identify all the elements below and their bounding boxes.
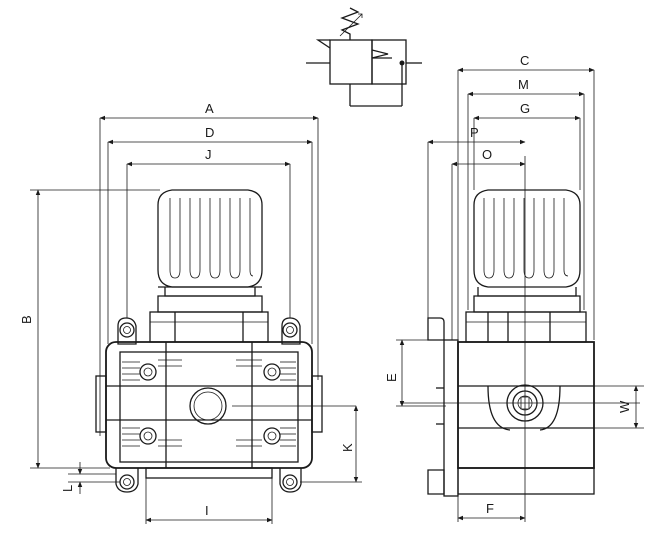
label-p: P: [470, 125, 479, 140]
label-m: M: [518, 77, 529, 92]
side-dimensions: [396, 67, 644, 522]
label-o: O: [482, 147, 492, 162]
label-b: B: [19, 315, 34, 324]
label-k: K: [340, 443, 355, 452]
label-i: I: [205, 503, 209, 518]
front-dimensions: [30, 115, 362, 524]
label-e: E: [384, 373, 399, 382]
label-d: D: [205, 125, 214, 140]
label-l: L: [60, 485, 75, 492]
side-view: [400, 156, 640, 522]
label-a: A: [205, 101, 214, 116]
pneumatic-symbol: [306, 7, 422, 107]
label-g: G: [520, 101, 530, 116]
label-w: W: [617, 400, 632, 413]
front-view: [95, 189, 356, 493]
label-f: F: [486, 501, 494, 516]
dimension-labels: A D J B L I K C M G P O E W F: [19, 53, 632, 518]
label-j: J: [205, 147, 212, 162]
label-c: C: [520, 53, 529, 68]
